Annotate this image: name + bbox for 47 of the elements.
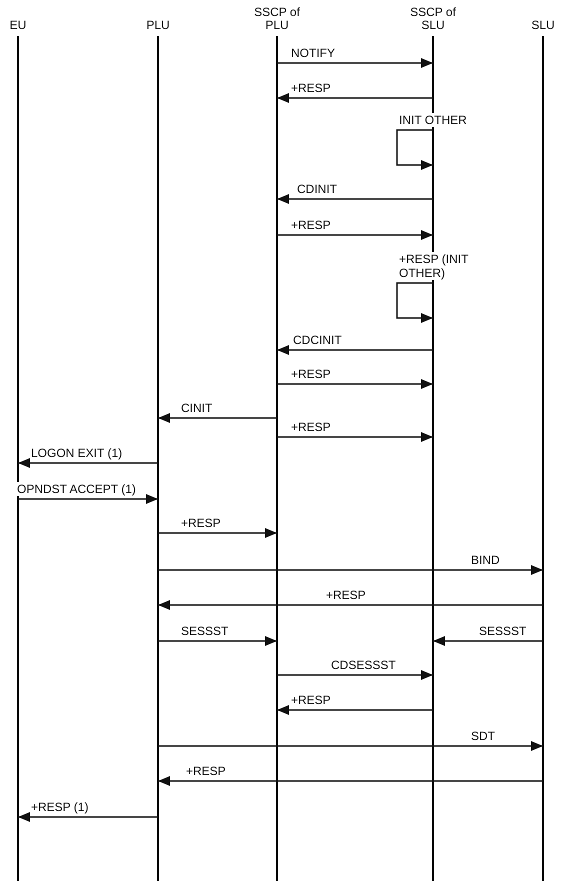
- message-arrow: [158, 600, 543, 610]
- message-label: +RESP: [325, 588, 367, 602]
- message-arrow: [277, 230, 433, 240]
- message-arrow: [158, 565, 543, 575]
- message-arrow: [277, 379, 433, 389]
- message-arrow: [158, 741, 543, 751]
- message-label: +RESP: [290, 367, 332, 381]
- message-arrow: [158, 776, 543, 786]
- lifeline-header: SLU: [530, 19, 556, 32]
- message-arrow: [277, 670, 433, 680]
- message-arrow: [158, 528, 277, 538]
- message-label: CDCINIT: [292, 333, 343, 347]
- message-arrow: [277, 58, 433, 68]
- message-label: BIND: [470, 553, 501, 567]
- message-label: +RESP: [290, 218, 332, 232]
- message-arrow: [277, 432, 433, 442]
- message-arrow: [18, 494, 158, 504]
- message-label: OPNDST ACCEPT (1): [16, 482, 137, 496]
- message-label: +RESP: [185, 764, 227, 778]
- message-arrow: [433, 636, 543, 646]
- message-label: NOTIFY: [290, 46, 336, 60]
- message-label: +RESP: [180, 516, 222, 530]
- message-arrow: [158, 413, 277, 423]
- message-label: SESSST: [478, 624, 528, 638]
- message-label: CDSESSST: [330, 658, 397, 672]
- message-label: SDT: [470, 729, 496, 743]
- lifeline-header: SSCP of PLU: [253, 6, 301, 32]
- message-label: CDINIT: [296, 182, 338, 196]
- message-arrow: [277, 93, 433, 103]
- lifeline-header: EU: [8, 19, 28, 32]
- message-arrow: [396, 282, 433, 323]
- message-label: +RESP (1): [30, 800, 90, 814]
- message-label: LOGON EXIT (1): [30, 446, 124, 460]
- message-arrow: [18, 812, 158, 822]
- message-arrow: [277, 705, 433, 715]
- message-label: +RESP: [290, 420, 332, 434]
- message-arrow: [18, 458, 158, 468]
- message-arrow: [158, 636, 277, 646]
- message-label: +RESP: [290, 81, 332, 95]
- message-arrow: [396, 129, 433, 170]
- message-arrow: [277, 194, 433, 204]
- lifeline-header: SSCP of SLU: [409, 6, 457, 32]
- lifeline-header: PLU: [145, 19, 171, 32]
- message-label: CINIT: [180, 401, 214, 415]
- message-label: SESSST: [180, 624, 230, 638]
- message-label: +RESP: [290, 693, 332, 707]
- message-arrow: [277, 345, 433, 355]
